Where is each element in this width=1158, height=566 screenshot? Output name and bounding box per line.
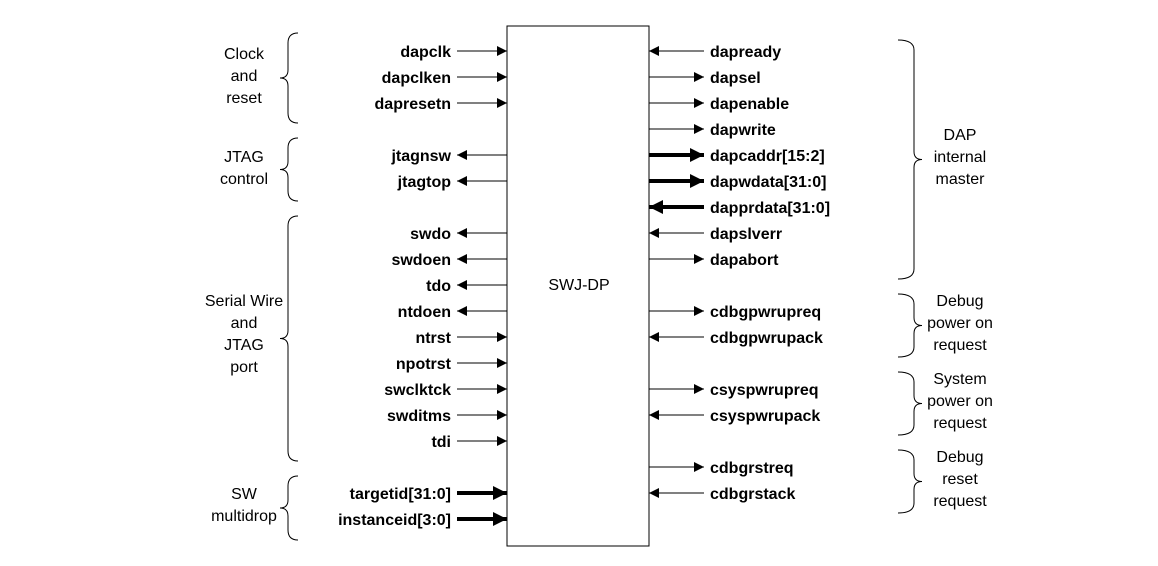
signal-label-dapresetn: dapresetn (375, 96, 451, 113)
brace-jtag-control (279, 137, 299, 202)
signal-label-swditms: swditms (387, 408, 451, 425)
signal-label-ntrst: ntrst (415, 330, 451, 347)
signal-label-csyspwrupreq: csyspwrupreq (710, 382, 818, 399)
signal-label-cdbgpwrupreq: cdbgpwrupreq (710, 304, 821, 321)
signal-label-cdbgrstreq: cdbgrstreq (710, 460, 794, 477)
brace-debug-power-on-request (897, 293, 923, 358)
brace-system-power-on-request (897, 371, 923, 436)
right-signal-list: dapready dapsel dapenable dapwrite dapcaddr[… (649, 44, 830, 503)
signal-label-cdbgpwrupack: cdbgpwrupack (710, 330, 823, 347)
signal-label-dapprdata: dapprdata[31:0] (710, 200, 830, 217)
swj-dp-block (506, 25, 650, 547)
signal-label-npotrst: npotrst (396, 356, 452, 373)
brace-clock-and-reset (279, 32, 299, 124)
left-signal-list: dapclk dapclken dapresetn jtagnsw jtagtop swd… (338, 44, 507, 529)
swj-dp-block-label: SWJ-DP (548, 277, 609, 294)
signal-label-dapenable: dapenable (710, 96, 789, 113)
signal-label-dapabort: dapabort (710, 252, 779, 269)
brace-sw-multidrop (279, 475, 299, 541)
signal-label-tdi: tdi (431, 434, 451, 451)
signal-label-dapready: dapready (710, 44, 781, 61)
signal-label-instanceid: instanceid[3:0] (338, 512, 451, 529)
signal-label-targetid: targetid[31:0] (350, 486, 451, 503)
signal-label-dapcaddr: dapcaddr[15:2] (710, 148, 825, 165)
signal-label-cdbgrstack: cdbgrstack (710, 486, 795, 503)
signal-label-jtagtop: jtagtop (397, 174, 452, 191)
group-brackets (279, 32, 923, 541)
signal-label-jtagnsw: jtagnsw (390, 148, 451, 165)
signal-label-csyspwrupack: csyspwrupack (710, 408, 820, 425)
signal-label-dapclken: dapclken (382, 70, 451, 87)
signal-label-swclktck: swclktck (384, 382, 451, 399)
signal-label-dapsel: dapsel (710, 70, 761, 87)
signal-label-swdo: swdo (410, 226, 451, 243)
signal-label-dapslverr: dapslverr (710, 226, 782, 243)
signal-label-ntdoen: ntdoen (398, 304, 451, 321)
signal-label-dapwdata: dapwdata[31:0] (710, 174, 826, 191)
brace-serial-wire-and-jtag-port (279, 215, 299, 462)
brace-debug-reset-request (897, 449, 923, 514)
signal-label-dapwrite: dapwrite (710, 122, 776, 139)
brace-dap-internal-master (897, 39, 923, 280)
signal-label-dapclk: dapclk (400, 44, 451, 61)
signal-label-swdoen: swdoen (391, 252, 451, 269)
signal-label-tdo: tdo (426, 278, 451, 295)
